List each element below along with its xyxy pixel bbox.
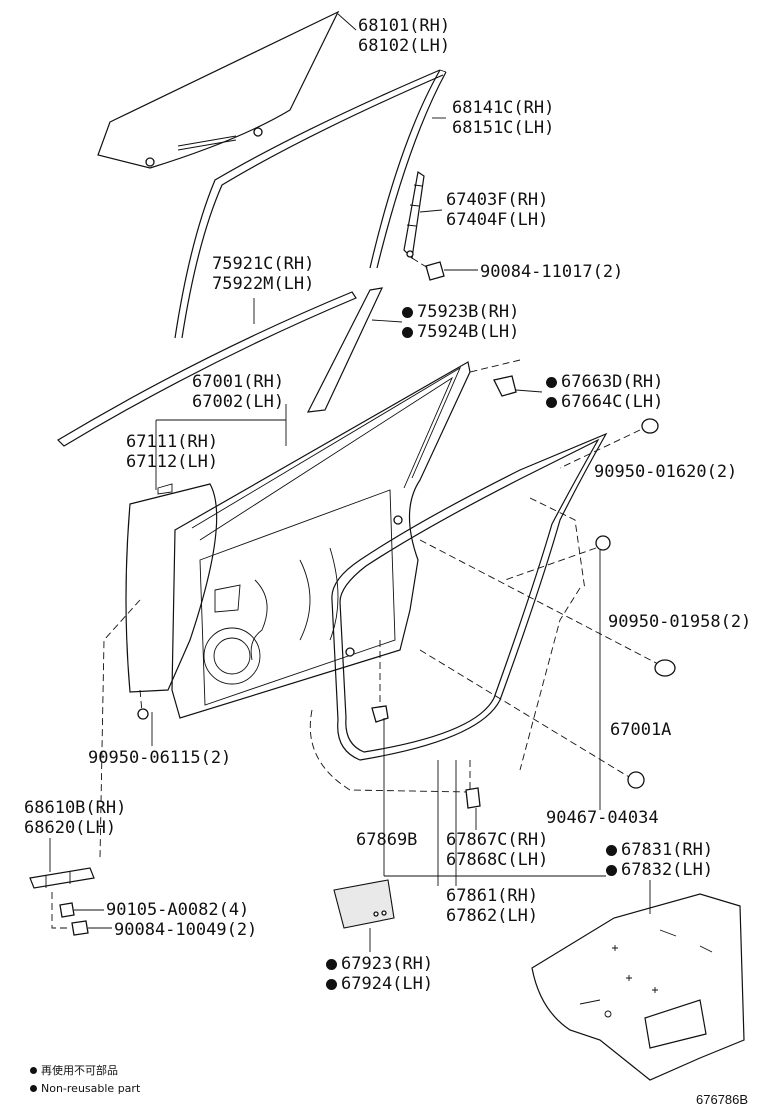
label-90467-04034-text: 90467-04034 [546,808,659,828]
label-68101-rh: 68101(RH) [358,16,451,36]
label-68610b: 68610B(RH) 68620(LH) [24,798,126,838]
label-68610b-lh: 68620(LH) [24,818,117,838]
non-reusable-dot [326,979,337,990]
label-67111-rh: 67111(RH) [126,432,219,452]
label-67111: 67111(RH) 67112(LH) [126,432,218,472]
label-90950-06115: 90950-06115(2) [88,748,231,768]
legend-english: Non-reusable part [41,1082,141,1095]
belt-moulding [57,291,357,447]
label-90105-a0082: 90105-A0082(4) [106,900,249,920]
label-67923-rh: 67923(RH) [341,954,434,974]
label-67663d: 67663D(RH) 67664C(LH) [546,372,663,412]
non-reusable-dot [30,1067,37,1074]
label-67923-lh: 67924(LH) [341,974,434,994]
non-reusable-dot [606,865,617,876]
label-67869b: 67869B [356,830,417,850]
non-reusable-dot [546,377,557,388]
label-67403f-rh: 67403F(RH) [446,190,549,210]
label-90084-11017-text: 90084-11017(2) [480,262,624,282]
label-90084-10049: 90084-10049(2) [114,920,257,940]
legend-japanese: 再使用不可部品 [41,1064,118,1077]
label-67001-rh: 67001(RH) [192,372,285,392]
label-67867c-lh: 67868C(LH) [446,850,549,870]
seal-pad [333,879,395,929]
label-90950-01620-text: 90950-01620(2) [594,462,738,482]
label-90950-01958-text: 90950-01958(2) [608,612,752,632]
leader-lines [49,13,651,952]
label-67831-lh: 67832(LH) [621,860,714,880]
label-75923b-lh: 75924B(LH) [417,322,520,342]
non-reusable-dot [30,1085,37,1092]
assembly-guides [51,359,661,929]
label-68610b-rh: 68610B(RH) [24,798,127,818]
non-reusable-dot [402,327,413,338]
pillar-garnish [306,287,384,413]
non-reusable-dot [402,307,413,318]
label-75921c-rh: 75921C(RH) [212,254,315,274]
label-90467-04034: 90467-04034 [546,808,659,828]
label-67861-lh: 67862(LH) [446,906,539,926]
label-90950-06115-text: 90950-06115(2) [88,748,232,768]
label-90084-11017: 90084-11017(2) [480,262,623,282]
illustration-id: 676786B [696,1092,749,1107]
label-67867c: 67867C(RH) 67868C(LH) [446,830,548,870]
non-reusable-dot [326,959,337,970]
label-90950-01958: 90950-01958(2) [608,612,751,632]
label-67861-rh: 67861(RH) [446,886,539,906]
service-hole-cover [531,893,745,1081]
label-90084-10049-text: 90084-10049(2) [114,920,258,940]
label-67663d-rh: 67663D(RH) [561,372,664,392]
label-67663d-lh: 67664C(LH) [561,392,664,412]
small-parts [59,375,676,936]
door-check [29,867,95,889]
label-68101: 68101(RH) 68102(LH) [358,16,450,56]
label-67923: 67923(RH) 67924(LH) [326,954,433,994]
door-panel [171,361,471,719]
bolt-90084 [411,257,478,281]
label-75923b-rh: 75923B(RH) [417,302,520,322]
label-68141c-rh: 68141C(RH) [452,98,555,118]
label-67869b-text: 67869B [356,830,418,850]
label-67001a: 67001A [610,720,671,740]
label-67001-lh: 67002(LH) [192,392,285,412]
label-75923b: 75923B(RH) 75924B(LH) [402,302,519,342]
window-frame-moulding [174,69,447,339]
non-reusable-dot [606,845,617,856]
non-reusable-dot [546,397,557,408]
label-67861: 67861(RH) 67862(LH) [446,886,538,926]
label-90105-a0082-text: 90105-A0082(4) [106,900,250,920]
label-68141c-lh: 68151C(LH) [452,118,555,138]
label-67831: 67831(RH) 67832(LH) [606,840,713,880]
label-68101-lh: 68102(LH) [358,36,451,56]
label-67001a-text: 67001A [610,720,672,740]
door-glass [97,10,340,169]
door-weatherstrip [331,432,608,761]
label-67001: 67001(RH) 67002(LH) [192,372,284,412]
legend: 再使用不可部品 Non-reusable part [30,1062,140,1095]
label-67831-rh: 67831(RH) [621,840,714,860]
label-67403f: 67403F(RH) 67404F(LH) [446,190,548,230]
label-68141c: 68141C(RH) 68151C(LH) [452,98,554,138]
label-75921c: 75921C(RH) 75922M(LH) [212,254,314,294]
outer-panel [125,483,218,693]
label-67111-lh: 67112(LH) [126,452,219,472]
label-67867c-rh: 67867C(RH) [446,830,549,850]
glass-run-channel [403,170,425,260]
label-75921c-lh: 75922M(LH) [212,274,315,294]
label-67403f-lh: 67404F(LH) [446,210,549,230]
label-90950-01620: 90950-01620(2) [594,462,737,482]
